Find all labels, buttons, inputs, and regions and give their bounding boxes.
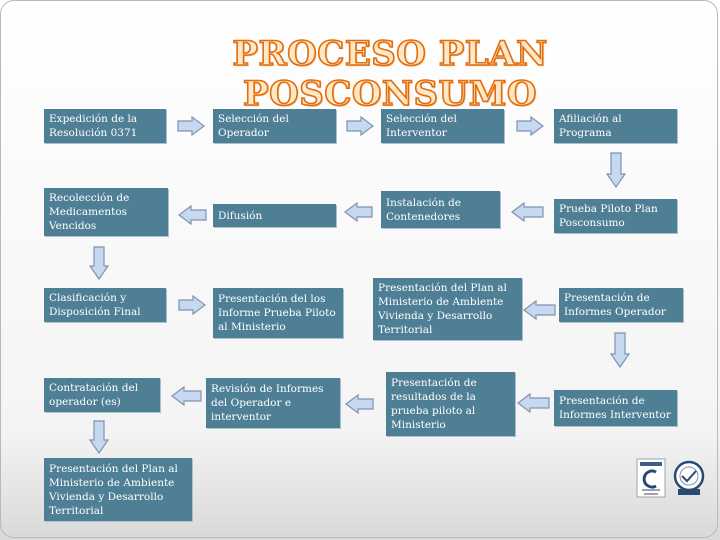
arrow-left-icon bbox=[177, 205, 207, 225]
step-label: Prueba Piloto Plan Posconsumo bbox=[559, 203, 658, 229]
certification-seal-icon bbox=[636, 458, 666, 498]
step-resultados-prueba-piloto: Presentación de resultados de la prueba … bbox=[386, 372, 515, 436]
arrow-down-icon bbox=[89, 420, 109, 454]
step-label: Recolección de Medicamentos Vencidos bbox=[49, 192, 130, 232]
arrow-left-icon bbox=[522, 300, 556, 320]
step-label: Selección del Interventor bbox=[386, 113, 457, 139]
step-label: Presentación de Informes Operador bbox=[564, 292, 666, 318]
step-label: Difusión bbox=[218, 209, 263, 222]
step-informe-prueba-piloto: Presentación del los Informe Prueba Pilo… bbox=[213, 288, 343, 338]
step-label: Contratación del operador (es) bbox=[49, 382, 139, 408]
step-expedicion-resolucion: Expedición de la Resolución 0371 bbox=[44, 109, 166, 143]
step-recoleccion-medicamentos: Recolección de Medicamentos Vencidos bbox=[44, 188, 168, 236]
step-label: Presentación del los Informe Prueba Pilo… bbox=[218, 293, 336, 333]
iqnet-seal-icon bbox=[673, 460, 705, 495]
step-seleccion-interventor: Selección del Interventor bbox=[381, 109, 504, 143]
arrow-right-icon bbox=[516, 116, 544, 136]
arrow-left-icon bbox=[343, 202, 373, 222]
step-presentacion-plan-final: Presentación del Plan al Ministerio de A… bbox=[44, 458, 192, 521]
arrow-right-icon bbox=[177, 116, 205, 136]
step-afiliacion-programa: Afiliación al Programa bbox=[554, 109, 677, 143]
step-label: Instalación de Contenedores bbox=[386, 196, 461, 223]
step-revision-informes: Revisión de Informes del Operador e inte… bbox=[206, 378, 340, 428]
step-label: Clasificación y Disposición Final bbox=[49, 292, 141, 318]
step-label: Presentación del Plan al Ministerio de A… bbox=[378, 282, 507, 336]
step-clasificacion-disposicion: Clasificación y Disposición Final bbox=[44, 288, 166, 322]
step-label: Selección del Operador bbox=[218, 113, 289, 139]
step-label: Afiliación al Programa bbox=[559, 113, 622, 139]
arrow-down-icon bbox=[610, 332, 630, 368]
step-label: Presentación del Plan al Ministerio de A… bbox=[49, 462, 178, 517]
page-title: PROCESO PLAN POSCONSUMO bbox=[232, 33, 548, 115]
step-instalacion-contenedores: Instalación de Contenedores bbox=[381, 191, 500, 228]
step-prueba-piloto: Prueba Piloto Plan Posconsumo bbox=[554, 199, 677, 233]
certification-logos bbox=[636, 458, 708, 498]
arrow-right-icon bbox=[178, 295, 206, 315]
step-difusion: Difusión bbox=[213, 204, 336, 227]
step-informes-interventor: Presentación de Informes Interventor bbox=[554, 390, 677, 426]
arrow-down-icon bbox=[89, 246, 109, 280]
arrow-left-icon bbox=[510, 202, 544, 222]
arrow-left-icon bbox=[170, 386, 202, 406]
step-seleccion-operador: Selección del Operador bbox=[213, 109, 336, 143]
step-contratacion-operador: Contratación del operador (es) bbox=[44, 378, 160, 412]
step-label: Revisión de Informes del Operador e inte… bbox=[211, 383, 324, 423]
step-presentacion-plan-ministerio: Presentación del Plan al Ministerio de A… bbox=[373, 278, 522, 340]
step-label: Presentación de Informes Interventor bbox=[559, 395, 671, 421]
step-label: Expedición de la Resolución 0371 bbox=[49, 113, 138, 139]
arrow-left-icon bbox=[516, 393, 550, 413]
arrow-right-icon bbox=[346, 116, 374, 136]
step-informes-operador: Presentación de Informes Operador bbox=[559, 288, 683, 322]
step-label: Presentación de resultados de la prueba … bbox=[391, 377, 477, 431]
arrow-down-icon bbox=[606, 152, 626, 188]
arrow-left-icon bbox=[344, 394, 374, 414]
